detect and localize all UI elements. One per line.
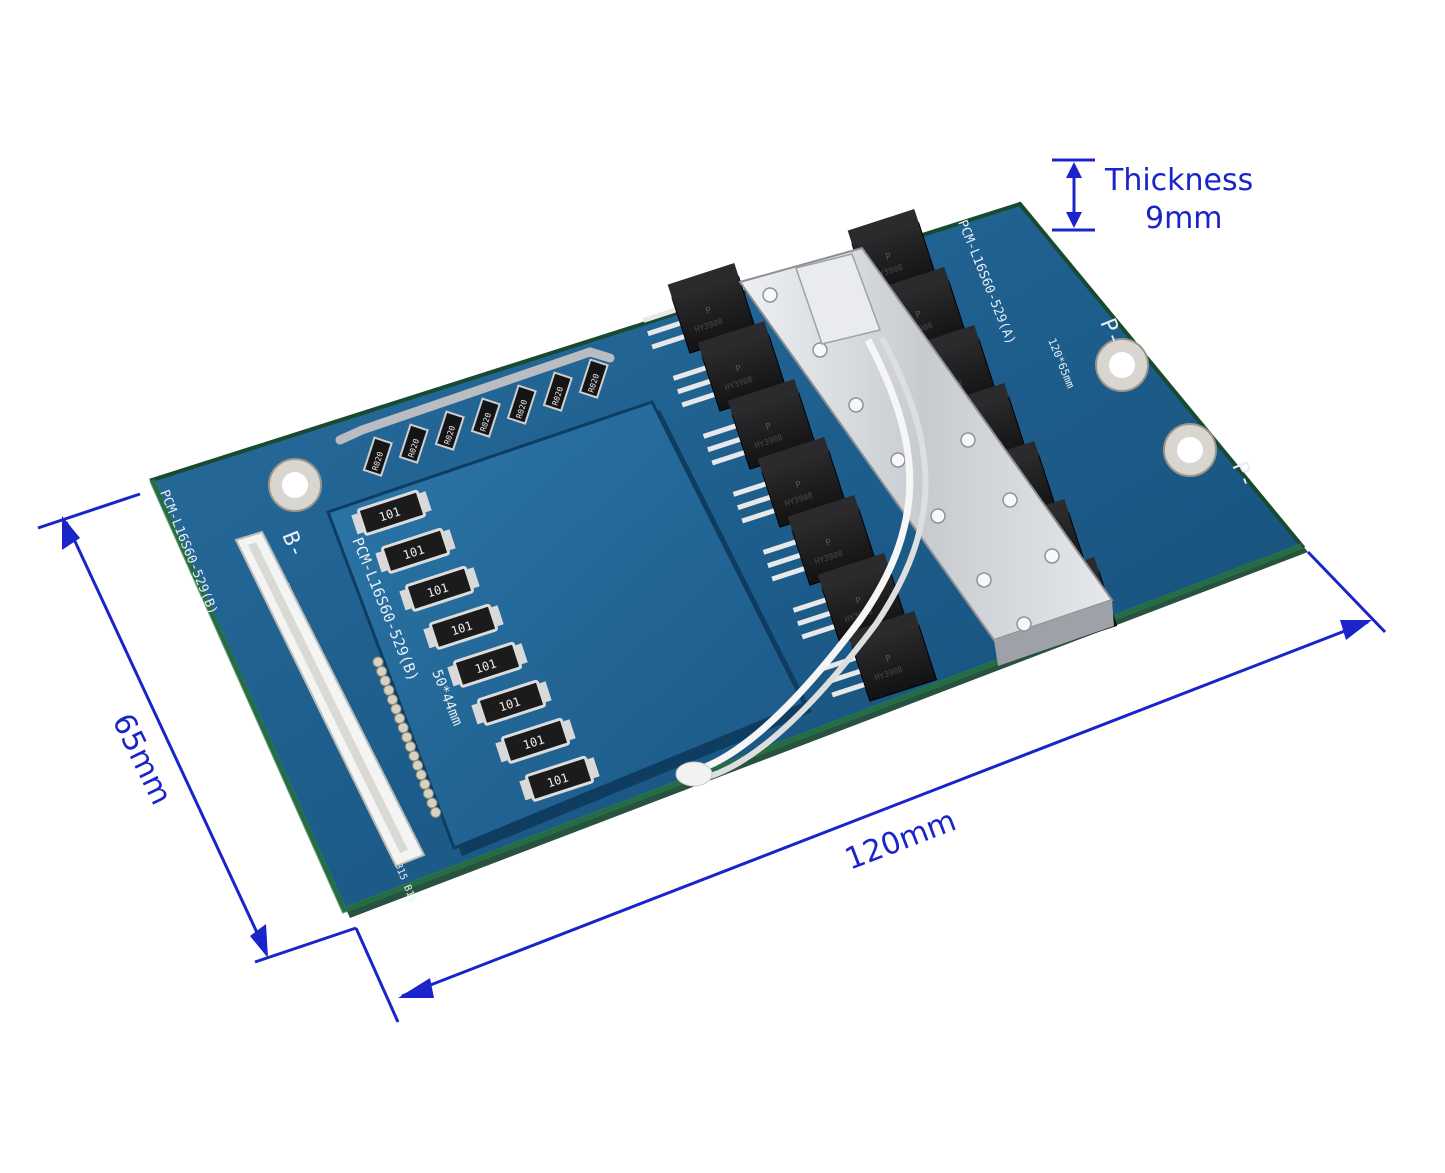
sensor-wires [675, 336, 929, 787]
pin-pad [390, 703, 402, 715]
thickness-dimension: Thickness 9mm [1052, 158, 1253, 236]
mosfet-brand: P [825, 538, 834, 549]
resistor-code: 101 [449, 618, 474, 638]
mosfet-brand: P [885, 654, 894, 665]
resistor-code: 101 [377, 504, 402, 524]
mosfet-brand: P [855, 596, 864, 607]
mounting-holes [268, 338, 1217, 512]
resistor-101: 101 [495, 717, 576, 764]
pin-pad [386, 694, 398, 706]
thickness-value: 9mm [1145, 201, 1223, 236]
sense-resistor: R020 [506, 384, 537, 425]
resistor-code: 101 [545, 770, 570, 790]
resistor-code: 101 [401, 542, 426, 562]
width-label: 65mm [105, 708, 179, 810]
pin-header [372, 656, 442, 818]
pin-pad [408, 750, 420, 762]
pin-pad [412, 759, 424, 771]
resistor-code: 101 [497, 694, 522, 714]
mosfet-brand: P [705, 306, 714, 317]
resistor-code: 101 [425, 580, 450, 600]
thickness-label: Thickness [1104, 163, 1253, 198]
pin-pad [426, 797, 438, 809]
sense-resistor: R020 [470, 397, 501, 438]
resistor-101: 101 [471, 679, 552, 726]
resistor-code: 101 [473, 656, 498, 676]
balance-connector [234, 530, 426, 868]
resistor-101: 101 [375, 527, 456, 574]
resistor-101: 101 [519, 755, 600, 802]
pin-pad [379, 675, 391, 687]
resistor-101: 101 [447, 641, 528, 688]
mosfet-brand: P [765, 422, 774, 433]
mosfet-brand: P [735, 364, 744, 375]
resistor-code: 101 [521, 732, 546, 752]
sense-resistor: R020 [434, 410, 465, 451]
pin-pad [404, 741, 416, 753]
resistor-101: 101 [423, 603, 504, 650]
mosfet-brand: P [915, 310, 924, 321]
pin-pad [397, 722, 409, 734]
pin-pad [419, 778, 431, 790]
balance-resistors: 101 101 101 101 101 101 101 101 [351, 489, 600, 802]
pin-pad [383, 684, 395, 696]
pin-pad [430, 806, 442, 818]
sense-resistor: R020 [542, 371, 573, 412]
pin-pad [394, 712, 406, 724]
sense-resistor: R020 [362, 436, 393, 477]
pin-pad [422, 788, 434, 800]
sense-resistor: R020 [398, 423, 429, 464]
heatsink-bar [738, 246, 1114, 666]
length-label: 120mm [840, 803, 961, 877]
sense-resistor: R020 [578, 358, 609, 399]
balancer-subboard: PCM-L16S60-529(B) 50*44mm [326, 347, 812, 856]
resistor-101: 101 [399, 565, 480, 612]
pin-pad [401, 731, 413, 743]
pin-pad [415, 769, 427, 781]
mosfet-brand: P [885, 252, 894, 263]
mosfet-brand: P [795, 480, 804, 491]
pin-pad [376, 665, 388, 677]
resistor-101: 101 [351, 489, 432, 536]
pin-pad [372, 656, 384, 668]
